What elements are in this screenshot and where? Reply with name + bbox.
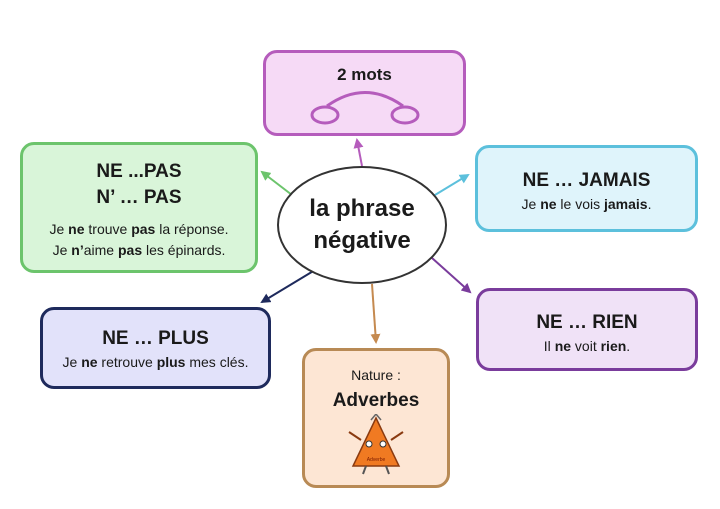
liaison-icon bbox=[310, 91, 419, 125]
n-pas-title: N’ … PAS bbox=[96, 187, 182, 208]
ne-rien-title: NE … RIEN bbox=[536, 312, 638, 333]
box-nature: Nature : Adverbes Adverbe bbox=[302, 348, 450, 488]
ne-plus-example: Je ne retrouve plus mes clés. bbox=[62, 354, 249, 370]
arrow-ne-plus bbox=[260, 269, 316, 304]
box-ne-jamais: NE … JAMAIS Je ne le vois jamais. bbox=[475, 145, 698, 232]
ne-rien-example: Il ne voit rien. bbox=[543, 338, 631, 354]
ne-jamais-example: Je ne le vois jamais. bbox=[521, 196, 652, 212]
box-2-mots: 2 mots bbox=[263, 50, 466, 136]
ne-pas-example-2: Je n’aime pas les épinards. bbox=[52, 242, 226, 258]
box-ne-plus: NE … PLUS Je ne retrouve plus mes clés. bbox=[40, 307, 271, 389]
box-ne-pas: NE ...PAS N’ … PAS Je ne trouve pas la r… bbox=[20, 142, 258, 273]
arrow-ne-rien bbox=[431, 257, 472, 294]
svg-text:Adverbe: Adverbe bbox=[367, 457, 386, 463]
nature-value: Adverbes bbox=[332, 390, 420, 411]
arrow-ne-pas bbox=[260, 170, 293, 196]
box-ne-rien: NE … RIEN Il ne voit rien. bbox=[476, 288, 698, 371]
two-words-title: 2 mots bbox=[337, 65, 392, 84]
ne-pas-title: NE ...PAS bbox=[96, 161, 182, 182]
center-line-1: la phrase bbox=[309, 195, 415, 222]
ne-plus-title: NE … PLUS bbox=[102, 328, 209, 349]
center-line-2: négative bbox=[313, 227, 411, 254]
nature-label: Nature : bbox=[351, 367, 401, 383]
ne-jamais-title: NE … JAMAIS bbox=[522, 170, 651, 191]
arrow-2-mots bbox=[353, 138, 364, 167]
adverb-mascot-icon: Adverbe bbox=[348, 412, 404, 475]
arrow-ne-jamais bbox=[429, 173, 470, 199]
arrow-nature bbox=[370, 283, 381, 344]
central-topic: la phrase négative bbox=[277, 166, 447, 284]
ne-pas-example-1: Je ne trouve pas la réponse. bbox=[49, 221, 229, 237]
